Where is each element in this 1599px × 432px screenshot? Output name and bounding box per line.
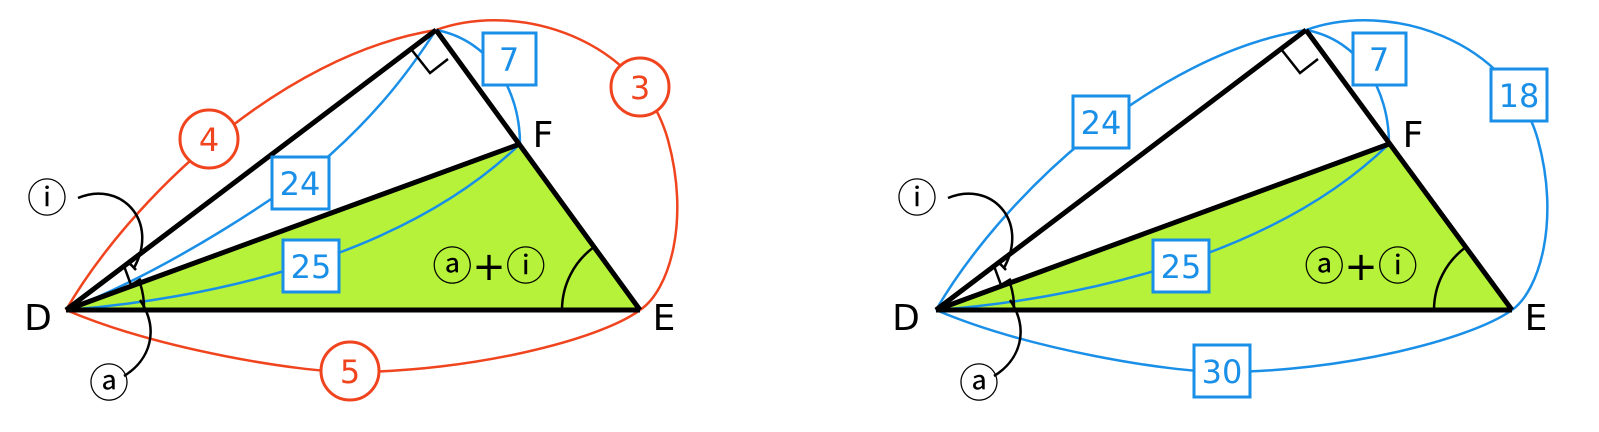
svg-text:24: 24: [280, 165, 321, 203]
left-diagram: 4 3 5 7 24 25 D E F ⓘ ⓐ ⓐ+ⓘ: [24, 19, 679, 407]
vertex-label-d: D: [892, 298, 920, 339]
length-label-18: 18: [1489, 67, 1549, 123]
shaded-triangle-dfe: [66, 144, 640, 310]
svg-text:25: 25: [1161, 248, 1202, 286]
length-label-25: 25: [1151, 238, 1211, 294]
angle-arc-a: [1008, 282, 1016, 311]
vertex-label-f: F: [533, 115, 554, 156]
svg-text:24: 24: [1081, 104, 1122, 142]
segment-df: [935, 141, 1390, 313]
angle-label-sum: ⓐ+ⓘ: [1304, 244, 1418, 290]
length-label-7: 7: [1351, 31, 1408, 87]
right-diagram: 24 7 18 25 30 D E F ⓘ ⓐ ⓐ+ⓘ: [892, 19, 1549, 407]
length-label-24: 24: [1071, 94, 1131, 150]
right-angle-mark-a: [410, 48, 449, 75]
leader-b: [947, 192, 1014, 269]
leader-a: [123, 299, 152, 378]
leader-b: [77, 192, 144, 269]
svg-text:5: 5: [340, 353, 360, 391]
angle-label-a: ⓐ: [959, 361, 999, 407]
length-label-25: 25: [281, 238, 341, 294]
length-label-7: 7: [481, 31, 538, 87]
ratio-label-3: 3: [609, 56, 671, 118]
ratio-label-4: 4: [178, 108, 240, 170]
right-angle-mark-d: [122, 265, 142, 287]
svg-text:30: 30: [1202, 353, 1243, 391]
angle-arc-e: [1432, 245, 1467, 311]
shaded-triangle-dfe: [936, 144, 1512, 310]
right-angle-mark-a: [1280, 48, 1319, 75]
vertex-label-f: F: [1403, 115, 1424, 156]
leader-a: [993, 299, 1022, 378]
angle-label-a: ⓐ: [89, 361, 129, 407]
ratio-arc-3: [435, 19, 679, 312]
length-arc-18: [1305, 19, 1549, 312]
vertex-label-d: D: [24, 298, 52, 339]
svg-text:7: 7: [499, 41, 519, 79]
svg-text:7: 7: [1369, 41, 1389, 79]
angle-arc-b: [997, 261, 1007, 271]
segment-ae: [433, 28, 643, 312]
angle-arc-b: [127, 261, 137, 271]
svg-text:4: 4: [199, 121, 219, 159]
angle-arc-e: [560, 245, 595, 311]
segment-ae: [1303, 28, 1515, 312]
svg-text:25: 25: [291, 248, 332, 286]
angle-arc-a: [138, 282, 146, 311]
angle-label-b: ⓘ: [27, 176, 67, 222]
svg-text:3: 3: [630, 69, 650, 107]
length-label-30: 30: [1192, 343, 1252, 399]
length-label-24: 24: [270, 155, 331, 211]
angle-label-b: ⓘ: [897, 176, 937, 222]
ratio-label-5: 5: [319, 340, 381, 402]
vertex-label-e: E: [1525, 298, 1548, 339]
right-angle-mark-d: [992, 265, 1012, 287]
vertex-label-e: E: [653, 298, 676, 339]
segment-df: [65, 141, 521, 313]
svg-text:18: 18: [1499, 77, 1540, 115]
angle-label-sum: ⓐ+ⓘ: [432, 244, 546, 290]
